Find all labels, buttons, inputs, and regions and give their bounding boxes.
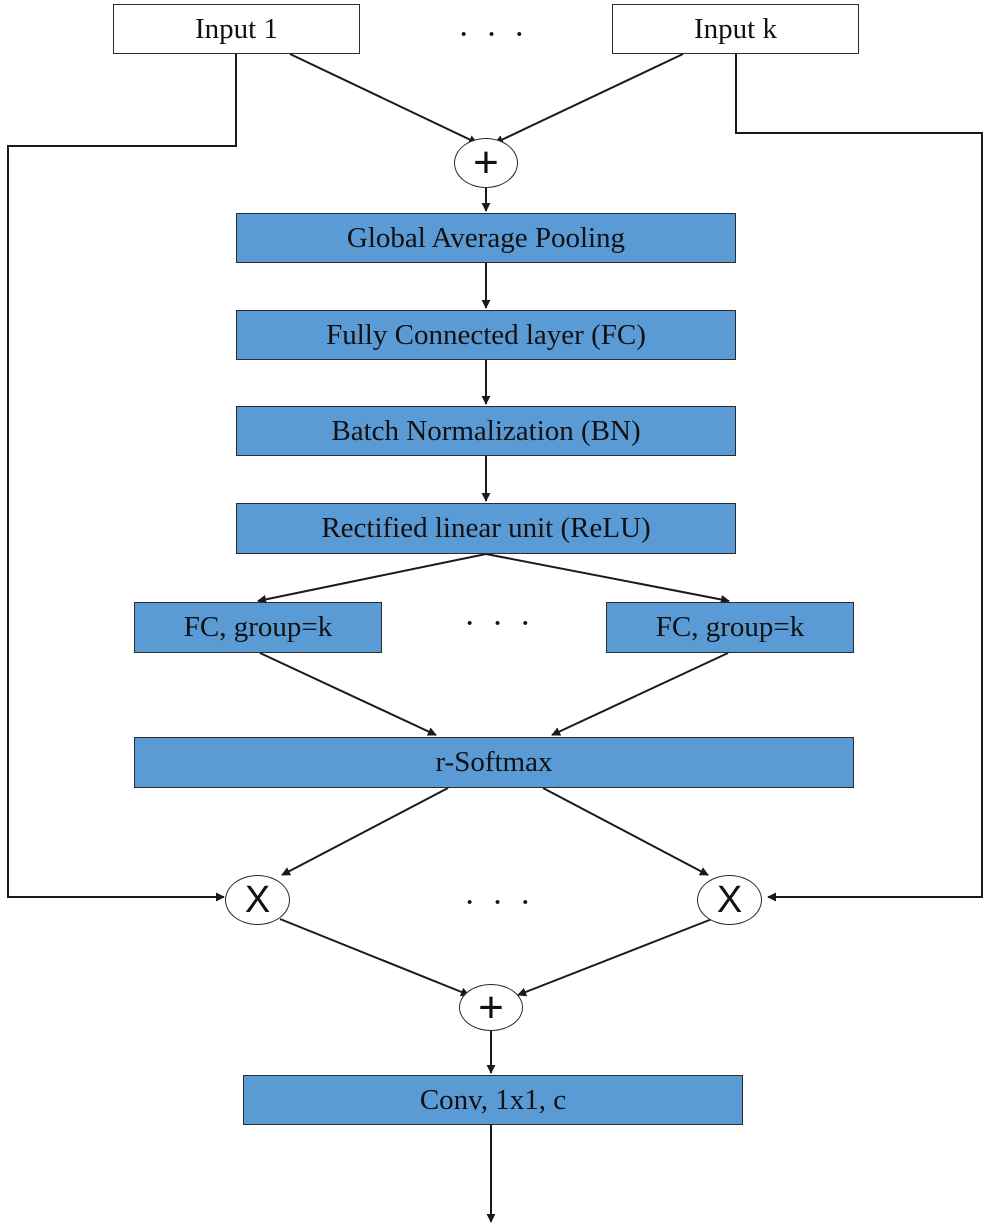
sum-operator-bottom: + bbox=[459, 984, 523, 1031]
arrow-left-multiply-to-sum bbox=[279, 918, 470, 997]
arrow-fc-right-to-softmax bbox=[551, 652, 729, 736]
relu-block: Rectified linear unit (ReLU) bbox=[236, 503, 736, 554]
input-k-box: Input k bbox=[612, 4, 859, 54]
batch-normalization-block: Batch Normalization (BN) bbox=[236, 406, 736, 456]
global-average-pooling-block: Global Average Pooling bbox=[236, 213, 736, 263]
arrow-relu-to-fc-right bbox=[485, 553, 730, 604]
conv-1x1-block: Conv, 1x1, c bbox=[243, 1075, 743, 1125]
fc-row-ellipsis: · · · bbox=[464, 605, 535, 642]
multiply-operator-right: X bbox=[697, 875, 762, 925]
arrow-relu-to-fc-left bbox=[257, 553, 487, 604]
arrow-softmax-to-left-multiply bbox=[281, 787, 449, 876]
multiply-row-ellipsis: · · · bbox=[464, 884, 535, 921]
r-softmax-block: r-Softmax bbox=[134, 737, 854, 788]
arrow-inputk-to-sum bbox=[494, 53, 684, 144]
input-ellipsis: · · · bbox=[458, 16, 529, 53]
fc-group-right-block: FC, group=k bbox=[606, 602, 854, 653]
sum-operator-top: + bbox=[454, 138, 518, 188]
skip-input1-to-left-multiply bbox=[7, 54, 237, 902]
arrow-input1-to-sum bbox=[289, 53, 478, 144]
skip-inputk-to-right-multiply bbox=[735, 54, 983, 902]
arrow-softmax-to-right-multiply bbox=[542, 787, 709, 876]
input-1-box: Input 1 bbox=[113, 4, 360, 54]
arrow-right-multiply-to-sum bbox=[517, 918, 713, 997]
fully-connected-block: Fully Connected layer (FC) bbox=[236, 310, 736, 360]
multiply-operator-left: X bbox=[225, 875, 290, 925]
fc-group-left-block: FC, group=k bbox=[134, 602, 382, 653]
arrow-fc-left-to-softmax bbox=[259, 652, 437, 736]
